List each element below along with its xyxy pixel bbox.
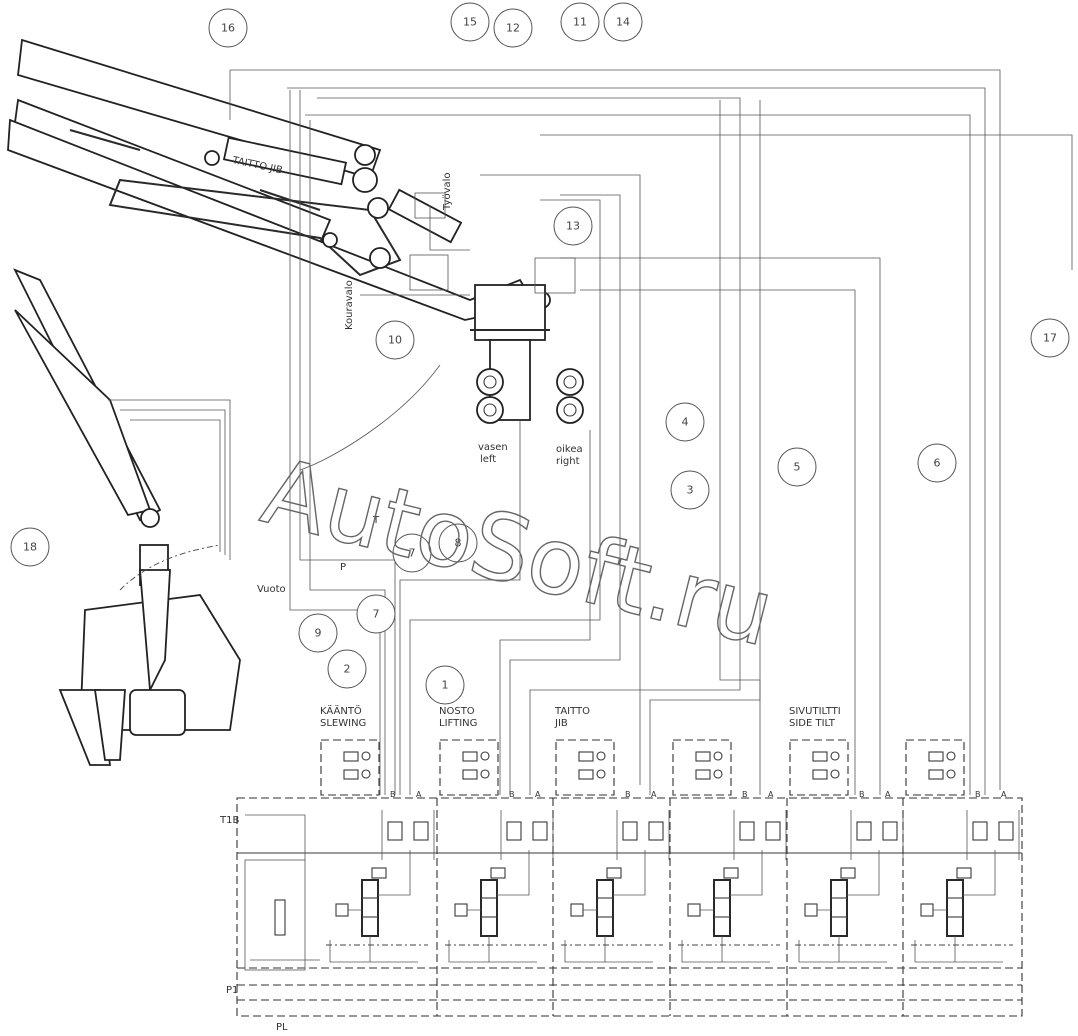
callout-number: 14: [616, 16, 630, 29]
callout-number: 6: [934, 457, 941, 470]
label-p: P: [340, 562, 346, 573]
label-oikea: oikea: [556, 444, 583, 455]
callout-number: 7: [409, 547, 416, 560]
label-vasen: vasen: [478, 442, 508, 453]
callout-number: 8: [455, 537, 462, 550]
callout-bubble: 7: [356, 594, 396, 634]
callouts: 16 15 12 11 14 13 10 4 3 5 6 17 18 7 8 7 9 2 1: [10, 2, 1070, 705]
callout-bubble: 13: [553, 206, 593, 246]
callout-number: 3: [687, 484, 694, 497]
callout-bubble: 5: [777, 447, 817, 487]
port-p1: P1: [226, 985, 238, 996]
section-label-en: JIB: [554, 718, 568, 729]
port-b-label: B: [742, 790, 748, 799]
section-label-fi: KÄÄNTÖ: [320, 704, 362, 717]
port-t1b: T1B: [219, 815, 239, 826]
rotator-motor-block: [470, 284, 584, 424]
callout-number: 1: [442, 679, 449, 692]
port-a-label: A: [651, 790, 657, 799]
port-a-label: A: [885, 790, 891, 799]
section-label-fi: TAITTO: [554, 706, 590, 717]
port-pl: PL: [276, 1022, 288, 1033]
hydraulic-lines: [229, 69, 1073, 795]
callout-number: 17: [1043, 332, 1057, 345]
callout-number: 13: [566, 220, 580, 233]
section-label-fi: NOSTO: [439, 706, 475, 717]
callout-bubble: 3: [670, 470, 710, 510]
callout-bubble: 9: [298, 613, 338, 653]
callout-number: 2: [344, 663, 351, 676]
harvester-head-assembly: [13, 268, 241, 766]
callout-bubble: 14: [603, 2, 643, 42]
callout-bubble: 11: [560, 2, 600, 42]
label-kouravalo: Kouravalo: [344, 280, 355, 330]
label-t: T: [372, 515, 380, 526]
label-tyovalo: Työvalo: [442, 172, 453, 211]
callout-bubble: 12: [493, 8, 533, 48]
callout-bubble: 10: [375, 320, 415, 360]
port-b-label: B: [390, 790, 396, 799]
label-vuoto: Vuoto: [257, 584, 286, 595]
callout-number: 15: [463, 16, 477, 29]
callout-bubble: 17: [1030, 318, 1070, 358]
callout-number: 11: [573, 16, 587, 29]
section-label-en: LIFTING: [439, 718, 477, 729]
callout-bubble: 7: [392, 533, 432, 573]
callout-number: 5: [794, 461, 801, 474]
callout-number: 9: [315, 627, 322, 640]
callout-number: 16: [221, 22, 235, 35]
callout-bubble: 1: [425, 665, 465, 705]
section-label-en: SLEWING: [320, 718, 366, 729]
port-b-label: B: [625, 790, 631, 799]
callout-number: 10: [388, 334, 402, 347]
callout-number: 4: [682, 416, 689, 429]
callout-number: 18: [23, 541, 37, 554]
port-a-label: A: [768, 790, 774, 799]
callout-bubble: 16: [208, 8, 248, 48]
callout-bubble: 15: [450, 2, 490, 42]
callout-bubble: 8: [438, 523, 478, 563]
valve-bank: [236, 797, 1023, 1017]
port-b-label: B: [509, 790, 515, 799]
callout-bubble: 6: [917, 443, 957, 483]
port-a-label: A: [416, 790, 422, 799]
callout-bubble: 4: [665, 402, 705, 442]
port-b-label: B: [859, 790, 865, 799]
label-right: right: [556, 456, 580, 467]
callout-bubble: 2: [327, 649, 367, 689]
section-label-en: SIDE TILT: [789, 718, 836, 729]
callout-bubble: 18: [10, 527, 50, 567]
port-b-label: B: [975, 790, 981, 799]
port-a-label: A: [535, 790, 541, 799]
callout-number: 7: [373, 608, 380, 621]
section-label-fi: SIVUTILTTI: [789, 706, 841, 717]
crane-boom: [7, 38, 551, 321]
label-left: left: [480, 454, 496, 465]
port-a-label: A: [1001, 790, 1007, 799]
callout-number: 12: [506, 22, 520, 35]
